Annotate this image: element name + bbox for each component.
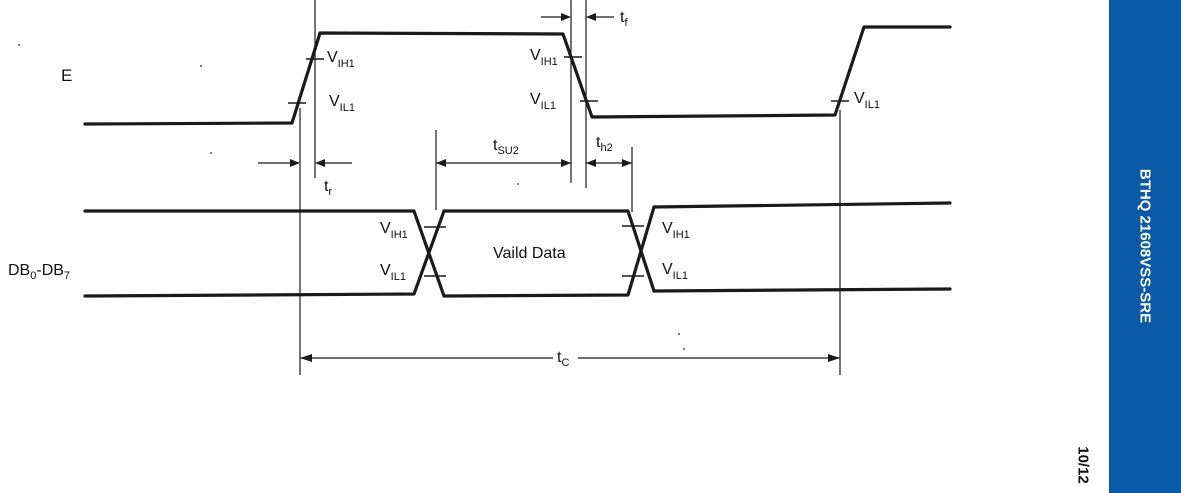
scan-speck (200, 65, 202, 67)
tsu2-arrow-right (561, 159, 571, 167)
db-cross2-vih-label: VIH1 (662, 220, 690, 241)
scan-speck (678, 333, 680, 335)
e-rise2-vil-label: VIL1 (854, 90, 880, 111)
tr-arrow-right (315, 159, 325, 167)
signal-db-label: DB0-DB7 (8, 262, 70, 282)
db-cross1-vil-label: VIL1 (380, 262, 406, 283)
db-cross1-vih-label: VIH1 (380, 220, 408, 241)
tf-label: tf (620, 9, 628, 29)
document-sidebar (1109, 0, 1181, 493)
tf-arrow-left (561, 13, 571, 21)
e-signal-waveform (83, 25, 952, 126)
scan-speck (683, 348, 685, 350)
tc-arrow-left (300, 354, 312, 362)
th2-label: th2 (596, 134, 613, 154)
tsu2-arrow-left (436, 159, 446, 167)
tc-label: tC (557, 349, 569, 369)
e-rise-vih-label: VIH1 (327, 49, 355, 70)
e-fall-vih-label: VIH1 (530, 47, 558, 68)
scan-speck (18, 44, 20, 46)
e-rise-vil-label: VIL1 (329, 93, 355, 114)
tf-arrow-right (586, 13, 596, 21)
db-lower-waveform (83, 205, 952, 298)
signal-e-label: E (61, 66, 72, 85)
db-upper-waveform (83, 201, 952, 298)
valid-data-label: Vaild Data (493, 245, 566, 262)
e-fall-vil-label: VIL1 (530, 91, 556, 112)
tsu2-label: tSU2 (493, 137, 519, 157)
th2-arrow-right (622, 159, 632, 167)
document-code: BTHQ 21608VSS-SRE (1136, 168, 1154, 324)
scan-speck (517, 183, 519, 185)
th2-arrow-left (586, 159, 596, 167)
scan-speck (210, 152, 212, 154)
db-cross2-vil-label: VIL1 (662, 261, 688, 282)
tr-label: tr (324, 178, 332, 198)
tc-arrow-right (828, 354, 840, 362)
page-number: 10/12 (1074, 446, 1092, 484)
tr-arrow-left (290, 159, 300, 167)
